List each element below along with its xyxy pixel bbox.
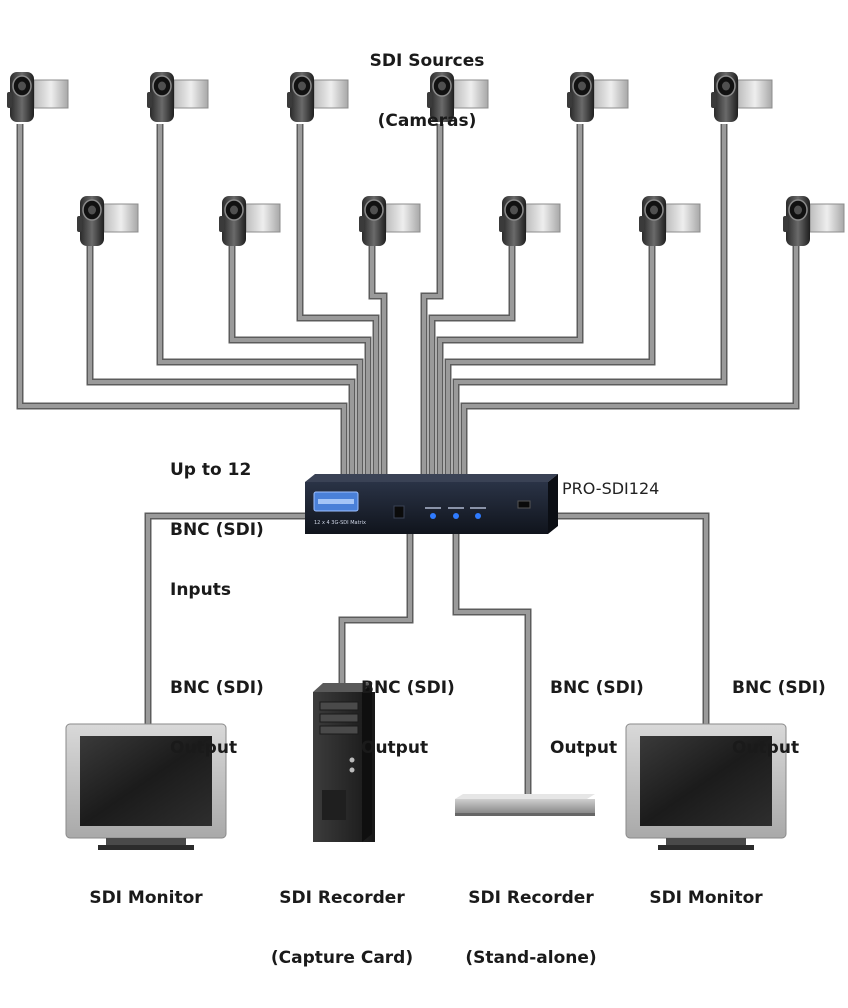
button-label-mark-3 xyxy=(470,507,486,509)
input-cable-8 xyxy=(430,244,514,478)
sdi-recorder-stand-alone xyxy=(455,794,595,816)
camera-11-icon xyxy=(711,72,773,122)
output-cable-1 xyxy=(146,514,305,724)
destination-label-2: SDI Recorder (Capture Card) xyxy=(252,848,432,1008)
input-cable-1 xyxy=(18,124,346,478)
destination-label-1-line-1: SDI Monitor xyxy=(89,888,203,908)
camera-2-icon xyxy=(77,196,139,246)
input-cable-11-outline xyxy=(452,124,728,478)
camera-6-icon xyxy=(359,196,421,246)
button-label-mark-1 xyxy=(425,507,441,509)
camera-9-icon xyxy=(567,72,629,122)
matrix-front-text: 12 x 4 3G-SDI Matrix xyxy=(314,520,366,526)
destination-label-4: SDI Monitor xyxy=(626,848,786,948)
destination-label-1: SDI Monitor xyxy=(66,848,226,948)
inputs-label-line-1: Up to 12 xyxy=(170,460,252,480)
camera-1-icon xyxy=(7,72,69,122)
destination-label-2-line-1: SDI Recorder xyxy=(279,888,405,908)
cables xyxy=(16,124,800,796)
camera-12-icon xyxy=(783,196,845,246)
button-label-mark-2 xyxy=(448,507,464,509)
input-cable-7 xyxy=(422,124,442,478)
matrix-side xyxy=(548,474,558,534)
camera-7-icon xyxy=(427,72,489,122)
sources-title: SDI Sources (Cameras) xyxy=(362,11,492,171)
sdi-recorder-capture-card-pc xyxy=(313,683,375,842)
input-cable-5 xyxy=(298,124,378,478)
output-label-1-line-2: Output xyxy=(170,738,238,758)
destination-devices xyxy=(65,683,787,850)
output-label-4-line-2: Output xyxy=(732,738,800,758)
output-label-3-line-1: BNC (SDI) xyxy=(550,678,644,698)
ir-window xyxy=(393,505,405,519)
output-label-3-line-2: Output xyxy=(550,738,618,758)
destination-label-2-line-2: (Capture Card) xyxy=(270,948,414,968)
output-cable-4 xyxy=(548,514,708,724)
output-label-4: BNC (SDI) Output xyxy=(732,638,826,798)
output-label-2-line-2: Output xyxy=(361,738,429,758)
output-label-2-line-1: BNC (SDI) xyxy=(361,678,455,698)
camera-10-icon xyxy=(639,196,701,246)
output-label-2: BNC (SDI) Output xyxy=(361,638,455,798)
inputs-label-line-2: BNC (SDI) xyxy=(170,520,264,540)
destination-label-4-line-1: SDI Monitor xyxy=(649,888,763,908)
input-cable-6 xyxy=(370,244,386,478)
diagram: 12 x 4 3G-SDI Matrix xyxy=(7,11,845,968)
matrix-lcd-text-bar xyxy=(318,499,354,504)
inputs-label-line-3: Inputs xyxy=(170,580,231,600)
destination-label-3-line-2: (Stand-alone) xyxy=(465,948,597,968)
status-led-2 xyxy=(453,513,459,519)
sources-title-line-2: (Cameras) xyxy=(377,111,477,131)
input-cable-12 xyxy=(462,244,798,478)
output-label-1-line-1: BNC (SDI) xyxy=(170,678,264,698)
input-cable-10 xyxy=(446,244,654,478)
camera-5-icon xyxy=(287,72,349,122)
input-cable-9 xyxy=(438,124,582,478)
output-cable-3 xyxy=(454,534,530,796)
output-cable-3-outline xyxy=(452,534,532,796)
diagram-canvas: 12 x 4 3G-SDI Matrix xyxy=(7,72,845,850)
output-label-1: BNC (SDI) Output xyxy=(170,638,264,798)
power-switch xyxy=(517,500,531,509)
output-label-3: BNC (SDI) Output xyxy=(550,638,644,798)
cameras xyxy=(7,72,845,246)
camera-4-icon xyxy=(219,196,281,246)
matrix-top xyxy=(305,474,558,482)
input-cable-3 xyxy=(158,124,362,478)
destination-label-3: SDI Recorder (Stand-alone) xyxy=(441,848,621,1008)
status-led-1 xyxy=(430,513,436,519)
status-led-3 xyxy=(475,513,481,519)
input-cable-2 xyxy=(88,244,354,478)
sdi-monitor-left xyxy=(65,723,227,850)
output-cable-2 xyxy=(340,534,412,690)
sources-title-line-1: SDI Sources xyxy=(369,51,485,71)
inputs-label: Up to 12 BNC (SDI) Inputs xyxy=(170,420,264,640)
device-model-label: PRO-SDI124 xyxy=(562,479,660,498)
sdi-monitor-right xyxy=(625,723,787,850)
output-label-4-line-1: BNC (SDI) xyxy=(732,678,826,698)
input-cable-11 xyxy=(454,124,726,478)
camera-3-icon xyxy=(147,72,209,122)
input-cable-4 xyxy=(230,244,370,478)
camera-8-icon xyxy=(499,196,561,246)
destination-label-3-line-1: SDI Recorder xyxy=(468,888,594,908)
matrix-switcher: 12 x 4 3G-SDI Matrix xyxy=(305,474,558,534)
